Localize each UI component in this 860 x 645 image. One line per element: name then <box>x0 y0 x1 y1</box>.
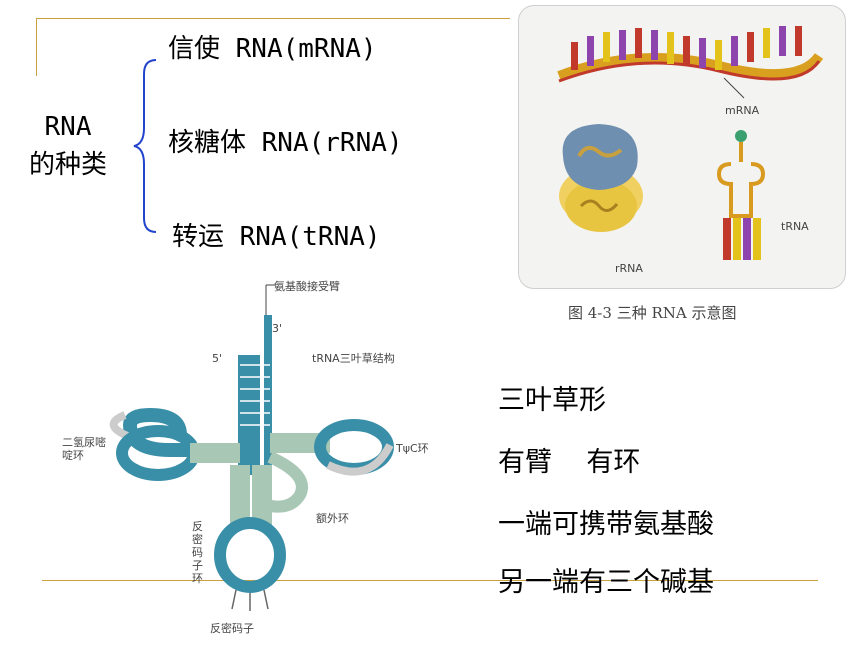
label-rrna: rRNA <box>615 262 643 275</box>
desc-line-3: 一端可携带氨基酸 <box>498 509 714 540</box>
category-line2: 的种类 <box>28 150 107 180</box>
label-tpsic-loop: TψC环 <box>396 442 429 455</box>
trna-cloverleaf-diagram <box>109 284 394 611</box>
label-three-prime: 3' <box>272 322 283 335</box>
label-anticodon: 反密码子 <box>210 622 254 635</box>
trna-small-icon <box>716 130 766 260</box>
label-five-prime: 5' <box>212 352 223 365</box>
type-trna: 转运 RNA(tRNA) <box>172 222 381 252</box>
category-line1: RNA <box>44 112 92 142</box>
category-label: RNA 的种类 <box>18 108 118 184</box>
label-trna: tRNA <box>781 220 809 233</box>
label-acceptor-arm: 氨基酸接受臂 <box>274 280 340 293</box>
rna-figure-card: mRNA rRNA tRNA <box>518 5 846 289</box>
bottom-rule <box>42 580 818 581</box>
label-dhu-loop: 二氢尿嘧啶环 <box>62 436 106 462</box>
desc-line-2: 有臂 有环 <box>498 447 641 478</box>
brace <box>133 59 157 233</box>
top-rule <box>36 18 510 19</box>
rna-figure-illustration <box>557 26 824 260</box>
label-mrna: mRNA <box>725 104 760 117</box>
ribosome-icon <box>559 124 643 232</box>
label-trna-cloverleaf: tRNA三叶草结构 <box>312 352 395 365</box>
type-mrna: 信使 RNA(mRNA) <box>168 34 377 64</box>
desc-line-4: 另一端有三个碱基 <box>498 567 714 598</box>
label-extra-loop: 额外环 <box>316 512 349 525</box>
desc-line-1: 三叶草形 <box>498 385 606 416</box>
figure-caption: 图 4-3 三种 RNA 示意图 <box>568 304 737 322</box>
mrna-bases <box>571 26 802 70</box>
label-anticodon-loop: 反密码子环 <box>192 520 203 585</box>
left-rule <box>36 18 37 76</box>
type-rrna: 核糖体 RNA(rRNA) <box>168 128 403 158</box>
